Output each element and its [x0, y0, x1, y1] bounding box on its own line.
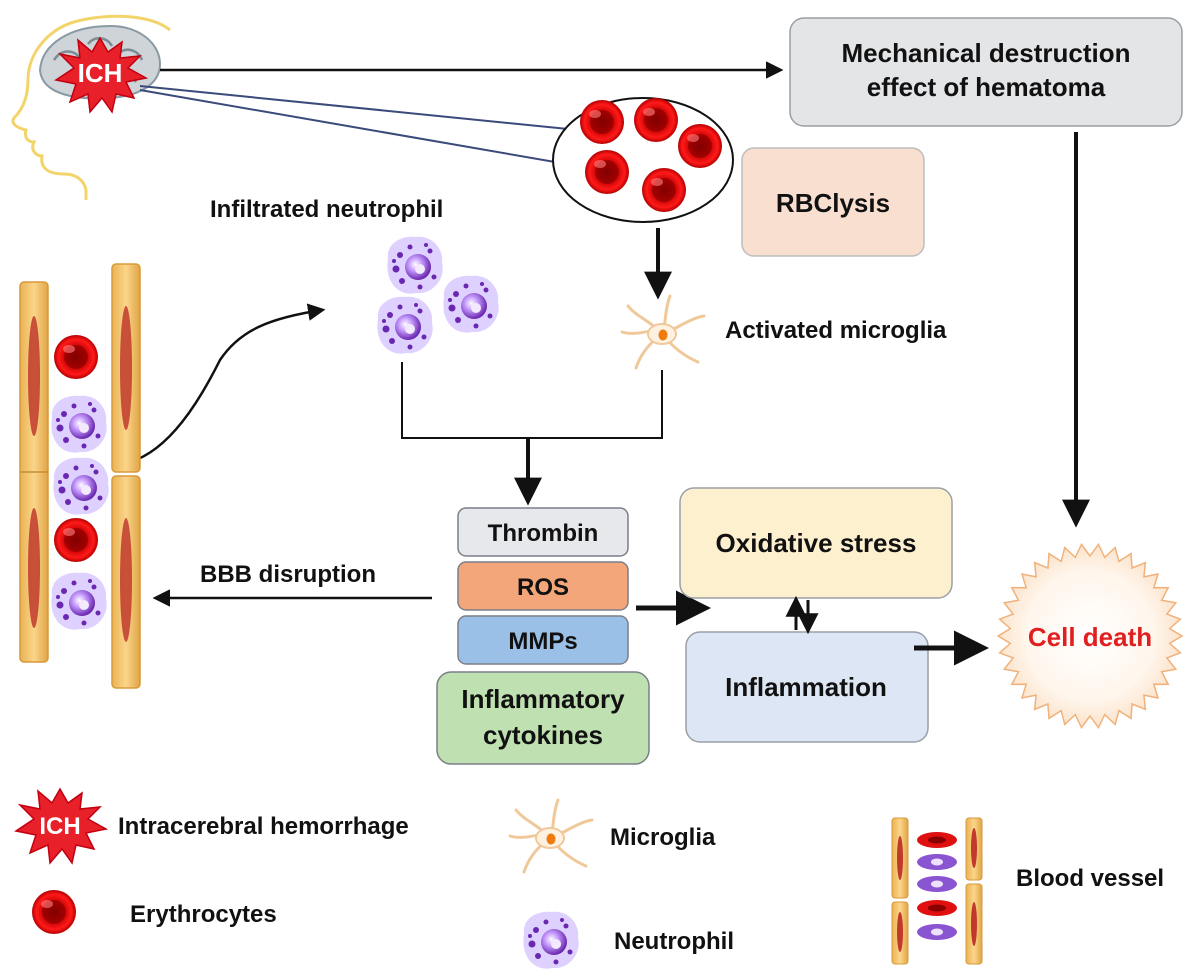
- legend-ich-badge: ICH: [39, 813, 80, 840]
- hematoma-line2: effect of hematoma: [867, 72, 1106, 102]
- rbc-icon: [634, 98, 678, 142]
- hematoma-box: [789, 17, 1183, 127]
- infiltrated-neutrophil-label: Infiltrated neutrophil: [210, 196, 443, 223]
- legend-blood-vessel-label: Blood vessel: [1016, 865, 1164, 892]
- inflammation-label: Inflammation: [725, 672, 887, 702]
- cytokines-box: [436, 671, 650, 765]
- legend-microglia-label: Microglia: [610, 824, 716, 851]
- activated-microglia-icon: [620, 294, 706, 370]
- vessel-neutrophil-icon: [53, 457, 109, 515]
- neutrophil-icon: [443, 275, 499, 333]
- legend-neutrophil-label: Neutrophil: [614, 928, 734, 955]
- legend-erythrocytes-label: Erythrocytes: [130, 901, 277, 928]
- thrombin-box: [457, 507, 629, 557]
- join-bracket: [401, 362, 663, 439]
- oxidative-stress-label: Oxidative stress: [716, 528, 917, 558]
- cell-death-label: Cell death: [1028, 622, 1152, 652]
- activated-microglia-label: Activated microglia: [725, 317, 947, 344]
- rbc-icon: [580, 100, 624, 144]
- thrombin-label: Thrombin: [488, 520, 599, 547]
- neutrophil-icon: [377, 296, 433, 354]
- legend-microglia-icon: [508, 798, 594, 874]
- rbc-icon: [585, 150, 629, 194]
- vessel-neutrophil-icon: [51, 572, 107, 630]
- vessel-neutrophil-icon: [51, 395, 107, 453]
- cytokines-line1: Inflammatory: [461, 684, 625, 714]
- legend-erythrocyte-icon: [32, 890, 76, 934]
- blood-vessel-illustration: [19, 263, 141, 689]
- mmps-box: [457, 615, 629, 665]
- rbc-icon: [678, 124, 722, 168]
- vessel-rbc-icon: [54, 335, 98, 379]
- ich-rbc-line-top: [139, 85, 579, 131]
- ich-rbc-line-bottom: [139, 89, 579, 167]
- cytokines-line2: cytokines: [483, 720, 603, 750]
- rbc-icon: [642, 168, 686, 212]
- rbclysis-label: RBClysis: [776, 188, 890, 218]
- ros-label: ROS: [517, 574, 569, 601]
- oxidative-stress-box: [679, 487, 953, 599]
- legend-neutrophil-icon: [523, 911, 579, 969]
- vessel-to-neutrophil-arrow: [129, 303, 326, 464]
- cell-death-burst: [996, 542, 1184, 730]
- vessel-rbc-icon: [54, 518, 98, 562]
- neutrophil-icon: [387, 236, 443, 294]
- ich-badge-label: ICH: [78, 58, 123, 88]
- bbb-disruption-label: BBB disruption: [200, 561, 376, 588]
- ros-box: [457, 561, 629, 611]
- mmps-label: MMPs: [508, 628, 577, 655]
- legend-ich-label: Intracerebral hemorrhage: [118, 813, 409, 840]
- rbclysis-box: [741, 147, 925, 257]
- hematoma-line1: Mechanical destruction: [842, 38, 1131, 68]
- legend-blood-vessel-icon: [891, 817, 983, 965]
